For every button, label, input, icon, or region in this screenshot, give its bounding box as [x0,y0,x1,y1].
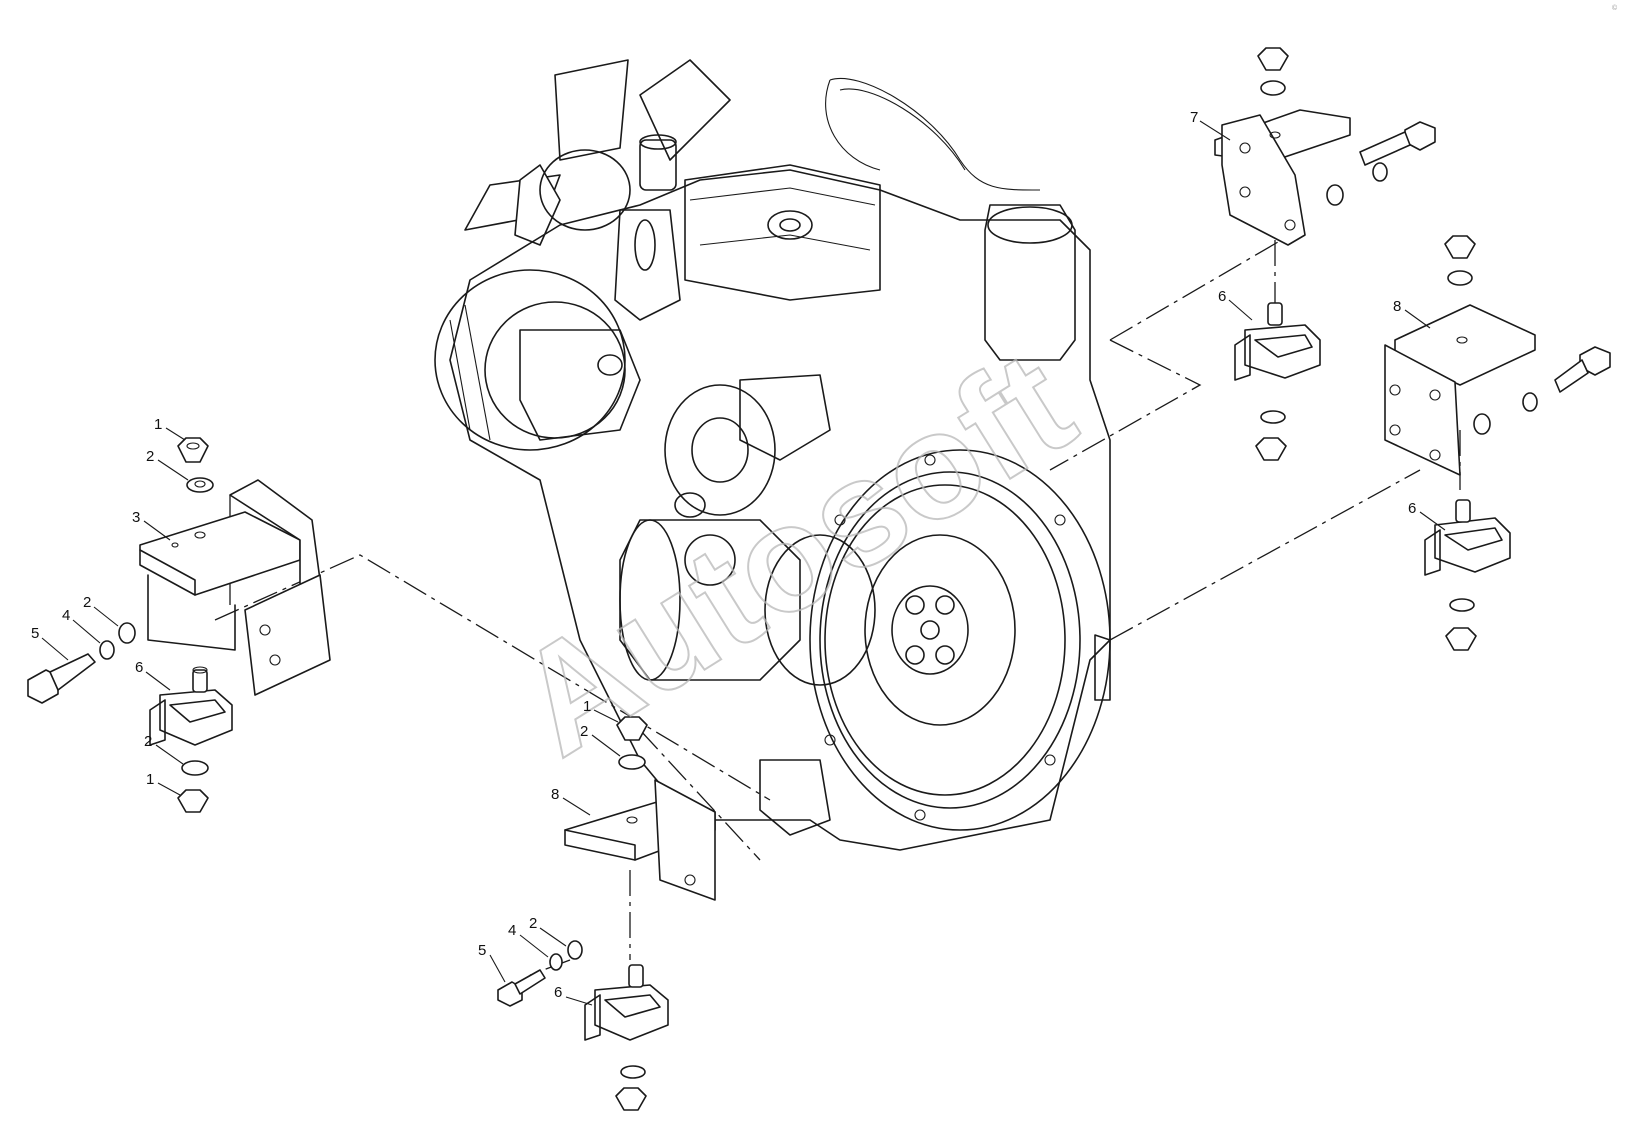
washer-top-rear [1260,80,1286,96]
bolt-center [497,969,546,1007]
washer-top-center [618,754,646,770]
bolt-left [27,653,96,704]
callout-label: 6 [135,659,143,676]
callout-label: 4 [62,607,70,624]
lock-washer-rear-top [1372,162,1388,182]
callout-label: 5 [31,625,39,642]
rear-right-mount-bracket [1384,304,1536,476]
callout-label: 2 [146,448,154,465]
callout-label: 1 [146,771,154,788]
washer-side-rear-top [1326,184,1344,206]
callout-label: 8 [551,786,559,803]
nut-top-center [616,716,648,741]
washer-top-right [1447,270,1473,286]
lock-washer-left [99,640,115,660]
callout-label: 6 [1408,500,1416,517]
rear-top-mount-bracket [1214,109,1351,246]
rubber-mount-right [1424,499,1511,576]
rubber-mount-center [584,964,669,1041]
left-mount-group [27,437,331,813]
callout-label: 2 [580,723,588,740]
bolt-rear-top [1359,121,1436,166]
watermark: Autosoft [488,318,1100,787]
callout-label: 2 [529,915,537,932]
callout-label: 1 [154,416,162,433]
corner-mark: © [1612,4,1618,12]
callout-label: 1 [583,698,591,715]
rear-right-mount-group [1384,235,1611,651]
nut-top-right [1444,235,1476,259]
starter-motor [619,519,876,686]
lock-washer-right [1522,392,1538,412]
lock-washer-center [549,953,563,971]
washer-top-left [186,477,214,493]
washer-bottom-center [620,1065,646,1079]
cooling-fan [464,59,731,246]
callout-label: 7 [1190,109,1198,126]
washer-side-left [118,622,136,644]
nut-bottom-rear-top [1255,437,1287,461]
nut-bottom-center [615,1087,647,1111]
flywheel [809,449,1111,831]
rubber-mount-left [149,666,233,746]
washer-bottom-right [1449,598,1475,612]
rubber-mount-rear-top [1234,302,1321,381]
engine-assembly [434,59,1111,851]
callout-labels: 1 2 3 2 4 5 6 2 1 1 2 8 2 4 5 6 7 6 8 6 [31,109,1416,1001]
nut-top-rear [1257,47,1289,71]
alternator [434,269,641,451]
washer-side-center [567,940,583,960]
bolt-right [1554,346,1611,393]
nut-bottom-right [1445,627,1477,651]
center-mount-group [497,716,716,1111]
callout-label: 6 [1218,288,1226,305]
callout-label: 2 [83,594,91,611]
callout-label: 8 [1393,298,1401,315]
callout-label: 4 [508,922,516,939]
callout-label: 6 [554,984,562,1001]
nut-top-left [177,437,209,463]
left-mount-bracket [139,479,331,696]
washer-side-right [1473,413,1491,435]
callout-label: 3 [132,509,140,526]
nut-bottom-left [177,789,209,813]
callout-label: 5 [478,942,486,959]
rear-top-mount-group [1214,47,1436,461]
washer-bottom-left [181,760,209,776]
callout-leaders [41,120,1446,1006]
washer-bottom-rear-top [1260,410,1286,424]
callout-label: 2 [144,733,152,750]
center-mount-bracket [564,779,716,901]
